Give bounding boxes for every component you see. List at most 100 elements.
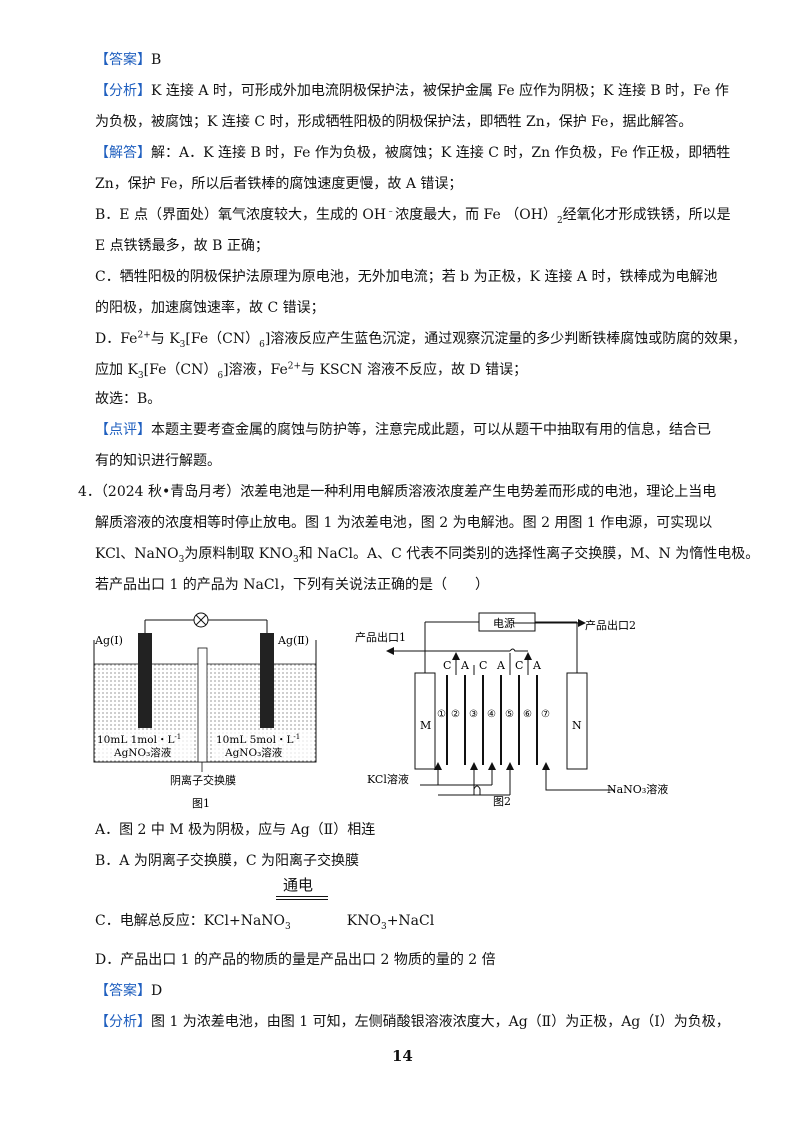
chamber-3: ③ [469,709,478,720]
question-text-1: （2024 秋•青岛月考）浓差电池是一种利用电解质溶液浓度差产生电势差而形成的电… [100,484,717,500]
figure-1-concentration-cell: Ag(Ⅰ) Ag(Ⅱ) 10mL 1mol・L-1 AgNO₃溶液 10mL 5… [93,612,317,810]
answer-2-line: 【答案】D [95,981,162,1001]
comment-tag: 【点评】 [95,422,151,438]
text: C．电解总反应：KCl+NaNO [95,913,286,929]
page-number: 14 [392,1047,413,1065]
chamber-7: ⑦ [541,709,550,720]
outlet-1-label: 产品出口1 [355,630,406,644]
analysis-tag: 【分析】 [95,1014,151,1030]
figure-1-caption: 图1 [192,797,210,810]
option-d: D．产品出口 1 的产品的物质的量是产品出口 2 物质的量的 2 倍 [95,952,496,968]
nano3-inlet [542,762,615,791]
power-label: 电源 [493,616,515,630]
text: 和 NaCl。A、C 代表不同类别的选择性离子交换膜，M、N 为惰性电极。 [298,546,760,562]
solution-tag: 【解答】 [95,145,151,161]
chamber-6: ⑥ [523,709,532,720]
analysis-line-1: 【分析】K 连接 A 时，可形成外加电流阴极保护法，被保护金属 Fe 应作为阴极… [95,81,729,101]
answer-tag: 【答案】 [95,52,151,68]
right-solution-label: AgNO₃溶液 [224,746,283,759]
outlet-2-label: 产品出口2 [585,618,636,632]
comment-line-1: 【点评】本题主要考查金属的腐蚀与防护等，注意完成此题，可以从题干中抽取有用的信息… [95,420,711,440]
subscript: 6 [217,370,224,381]
question-line-4: 若产品出口 1 的产品为 NaCl，下列有关说法正确的是（ ） [95,577,490,593]
figure-2-caption: 图2 [493,795,511,808]
solution-line-9: 故选：B。 [95,391,162,407]
analysis-line-2: 为负极，被腐蚀；K 连接 C 时，形成牺牲阳极的阴极保护法，即牺牲 Zn，保护 … [95,114,693,130]
analysis-text-1: K 连接 A 时，可形成外加电流阴极保护法，被保护金属 Fe 应作为阴极；K 连… [151,83,729,99]
subscript: 3 [179,339,186,350]
left-concentration: 10mL 1mol・L-1 [97,733,181,746]
analysis-2-line: 【分析】图 1 为浓差电池，由图 1 可知，左侧硝酸银溶液浓度大，Ag（Ⅱ）为正… [95,1012,730,1032]
solution-line-7: D．Fe2+与 K3[Fe（CN）6]溶液反应产生蓝色沉淀，通过观察沉淀量的多少… [95,329,746,349]
answer-line: 【答案】B [95,50,161,70]
text: KNO [346,913,381,929]
solution-line-5: C．牺牲阳极的阴极保护法原理为原电池，无外加电流；若 b 为正极，K 连接 A … [95,269,718,285]
electrode-ag-1 [138,633,152,728]
question-line-1: 4．（2024 秋•青岛月考）浓差电池是一种利用电解质溶液浓度差产生电势差而形成… [78,482,716,502]
option-b: B．A 为阴离子交换膜，C 为阳离子交换膜 [95,853,360,869]
solution-line-1: 【解答】解：A．K 连接 B 时，Fe 作为负极，被腐蚀；K 连接 C 时，Zn… [95,143,730,163]
chamber-1: ① [437,709,446,720]
chamber-2: ② [451,709,460,720]
answer-tag: 【答案】 [95,983,151,999]
text: +NaCl [386,913,435,929]
subscript: 3 [285,921,291,932]
membrane-label-1: C [443,659,451,672]
membrane-label-4: A [496,659,506,672]
text: 与 K [150,331,180,347]
text: D．Fe [95,331,138,347]
equation-line [276,899,328,900]
solution-text-3b: 浓度最大，而 Fe （OH） [395,207,557,223]
superscript: 2+ [287,361,302,372]
electrode-label-left: Ag(Ⅰ) [94,634,123,647]
comment-line-2: 有的知识进行解题。 [95,453,221,469]
kcl-label: KCl溶液 [367,772,409,786]
comment-text-1: 本题主要考查金属的腐蚀与防护等，注意完成此题，可以从题干中抽取有用的信息，结合已 [151,422,711,438]
nano3-label: NaNO₃溶液 [607,782,668,796]
question-line-2: 解质溶液的浓度相等时停止放电。图 1 为浓差电池，图 2 为电解池。图 2 用图… [95,515,713,531]
subscript: 3 [178,554,185,565]
subscript: 3 [292,554,299,565]
text: KCl、NaNO [95,546,179,562]
electrode-label-right: Ag(Ⅱ) [277,634,309,647]
chamber-4: ④ [487,709,496,720]
electrode-m-label: M [420,719,431,732]
question-line-3: KCl、NaNO3为原料制取 KNO3和 NaCl。A、C 代表不同类别的选择性… [95,544,759,564]
text: ]溶液反应产生蓝色沉淀，通过观察沉淀量的多少判断铁棒腐蚀或防腐的效果， [264,331,747,347]
answer-value: D [151,983,163,999]
analysis-text: 图 1 为浓差电池，由图 1 可知，左侧硝酸银溶液浓度大，Ag（Ⅱ）为正极，Ag… [151,1014,730,1030]
solution-line-2: Zn，保护 Fe，所以后者铁棒的腐蚀速度更慢，故 A 错误； [95,176,463,192]
electrode-m [414,672,436,770]
solution-line-3: B．E 点（界面处）氧气浓度较大，生成的 OH﹣浓度最大，而 Fe （OH）2经… [95,205,731,225]
anion-exchange-membrane [197,647,208,763]
membrane-label: 阴离子交换膜 [170,773,236,787]
superscript: 2+ [137,330,151,341]
solution-line-4: E 点铁锈最多，故 B 正确； [95,238,269,254]
membrane-label-6: A [532,659,542,672]
solution-line-6: 的阳极，加速腐蚀速率，故 C 错误； [95,300,325,316]
subscript: 6 [259,339,265,350]
equation-line [276,896,328,897]
text: ]溶液，Fe [223,362,288,378]
text: 与 KSCN 溶液不反应，故 D 错误； [301,362,528,378]
membrane-label-3: C [479,659,487,672]
text: 应加 K [95,362,138,378]
electrode-n-label: N [572,719,582,732]
text: [Fe（CN） [185,331,260,347]
subscript: 2 [556,215,563,226]
electrode-ag-2 [260,633,274,728]
text: [Fe（CN） [143,362,218,378]
figure-2-electrolysis-cell: 电源 产品出口1 产品出口2 M N C A C A C A ① ② ③ ④ ⑤… [355,612,668,808]
subscript: 3 [137,370,144,381]
text: 为原料制取 KNO [184,546,293,562]
solution-text-3c: 经氧化才形成铁锈，所以是 [562,207,731,223]
question-number: 4． [78,484,101,500]
membrane-label-5: C [515,659,523,672]
right-concentration: 10mL 5mol・L-1 [216,733,300,746]
analysis-tag: 【分析】 [95,83,151,99]
solution-line-8: 应加 K3[Fe（CN）6]溶液，Fe2+与 KSCN 溶液不反应，故 D 错误… [95,360,527,380]
superscript: ﹣ [386,206,396,217]
answer-value: B [151,52,162,68]
solution-text-1: 解：A．K 连接 B 时，Fe 作为负极，被腐蚀；K 连接 C 时，Zn 作负极… [151,145,731,161]
